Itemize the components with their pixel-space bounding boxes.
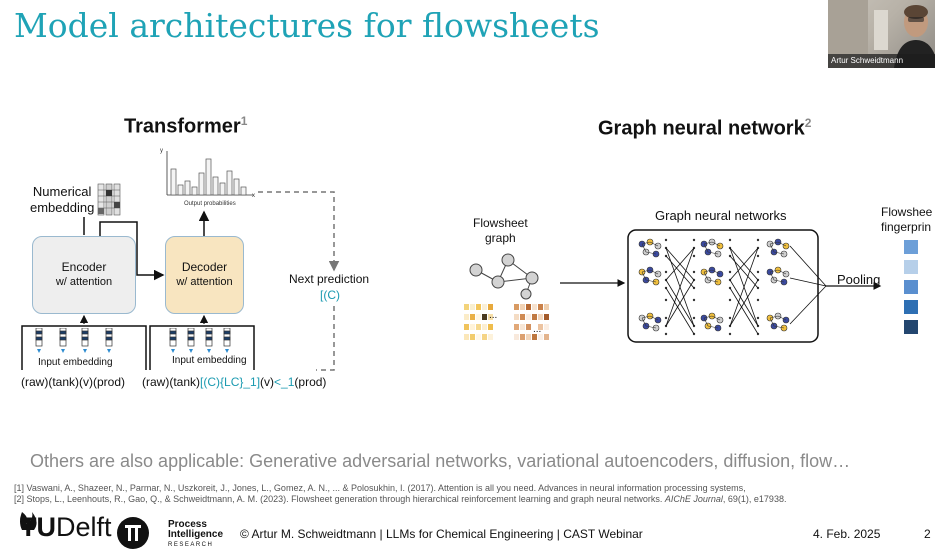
encoder-label: Encoder	[61, 260, 107, 274]
encoder-input-embedding-label: Input embedding	[38, 357, 113, 368]
tudelft-flame-icon	[20, 512, 37, 530]
pi-line2: Intelligence	[168, 529, 224, 540]
fingerprint-cell	[904, 320, 918, 334]
decoder-sublabel: w/ attention	[176, 276, 233, 288]
gnn-diagram	[560, 229, 882, 343]
dec-token-d: <_1	[274, 375, 295, 389]
transformer-title: Transformer1	[124, 114, 247, 139]
node-feature-matrices-icon	[464, 304, 549, 340]
numerical-embedding-label: Numerical embedding	[30, 184, 95, 215]
reference-2-rest: , 69(1), e17938.	[722, 494, 787, 504]
transformer-ref: 1	[240, 114, 248, 128]
fingerprint-cell	[904, 300, 918, 314]
pi-line3: RESEARCH	[168, 542, 214, 548]
chart-x-axis-label: x	[252, 193, 255, 199]
process-intelligence-logo-icon	[117, 517, 149, 549]
output-probabilities-label: Output probabilities	[184, 201, 236, 207]
encoder-embedding-vectors-icon	[35, 328, 113, 353]
feature-ellipsis-2: ...	[533, 324, 542, 335]
reference-2: [2] Stops, L., Leenhouts, R., Gao, Q., &…	[14, 494, 786, 505]
flowsheet-graph-label: Flowsheet graph	[473, 216, 528, 245]
presenter-name: Artur Schweidtmann	[828, 54, 935, 68]
dec-token-c: (v)	[260, 375, 275, 389]
numerical-embedding-matrix-icon	[97, 183, 121, 216]
flowsheet-graph-icon	[469, 253, 539, 300]
tudelft-logo: TUDelft	[20, 512, 112, 543]
slide-title: Model architectures for flowsheets	[14, 6, 600, 45]
chart-y-axis-label: y	[160, 148, 163, 154]
next-prediction-token: [(C)	[320, 288, 340, 302]
process-intelligence-logo: Process Intelligence RESEARCH	[168, 520, 223, 549]
pi-line1: Process	[168, 519, 207, 530]
tudelft-logo-delft: Delft	[56, 512, 112, 542]
gnn-title-text: Graph neural network	[598, 117, 805, 140]
pooling-label: Pooling	[837, 272, 881, 287]
fingerprint-cell	[904, 260, 918, 274]
fingerprint-vector	[904, 240, 918, 334]
graph-neural-networks-label: Graph neural networks	[655, 208, 787, 223]
decoder-block: Decoder w/ attention	[165, 236, 244, 314]
dec-token-e: (prod)	[294, 375, 327, 389]
presenter-silhouette	[828, 0, 935, 68]
others-statement: Others are also applicable: Generative a…	[30, 451, 851, 471]
encoder-block: Encoder w/ attention	[32, 236, 136, 314]
page-number: 2	[924, 527, 931, 541]
flowsheet-fingerprint-label: Flowshee fingerprin	[881, 205, 933, 234]
decoder-input-embedding-label: Input embedding	[172, 355, 247, 366]
transformer-title-text: Transformer	[124, 115, 241, 138]
dec-token-a: (raw)(tank)	[142, 375, 201, 389]
fingerprint-cell	[904, 240, 918, 254]
reference-2-journal: AIChE Journal	[664, 494, 723, 504]
presenter-video[interactable]: Artur Schweidtmann	[828, 0, 935, 68]
reference-2-text: [2] Stops, L., Leenhouts, R., Gao, Q., &…	[14, 494, 663, 504]
decoder-input-tokens: (raw)(tank)[(C){LC}_1](v)<_1(prod)	[142, 375, 326, 389]
encoder-sublabel: w/ attention	[55, 276, 113, 288]
footer-date: 4. Feb. 2025	[813, 527, 881, 541]
fingerprint-cell	[904, 280, 918, 294]
decoder-label: Decoder	[181, 260, 228, 274]
gnn-ref: 2	[804, 116, 812, 130]
next-prediction-label: Next prediction	[289, 272, 370, 286]
encoder-input-tokens: (raw)(tank)(v)(prod)	[21, 375, 126, 389]
tudelft-logo-tu: TU	[20, 512, 56, 542]
reference-1: [1] Vaswani, A., Shazeer, N., Parmar, N.…	[14, 483, 746, 493]
output-probabilities-chart	[166, 151, 253, 196]
gnn-title: Graph neural network2	[598, 116, 811, 141]
footer-text: © Artur M. Schweidtmann | LLMs for Chemi…	[240, 527, 643, 541]
decoder-embedding-vectors-icon	[169, 328, 231, 353]
feature-ellipsis-1: ...	[489, 310, 498, 321]
references: [1] Vaswani, A., Shazeer, N., Parmar, N.…	[14, 483, 786, 505]
dec-token-b: [(C){LC}_1]	[200, 375, 261, 389]
